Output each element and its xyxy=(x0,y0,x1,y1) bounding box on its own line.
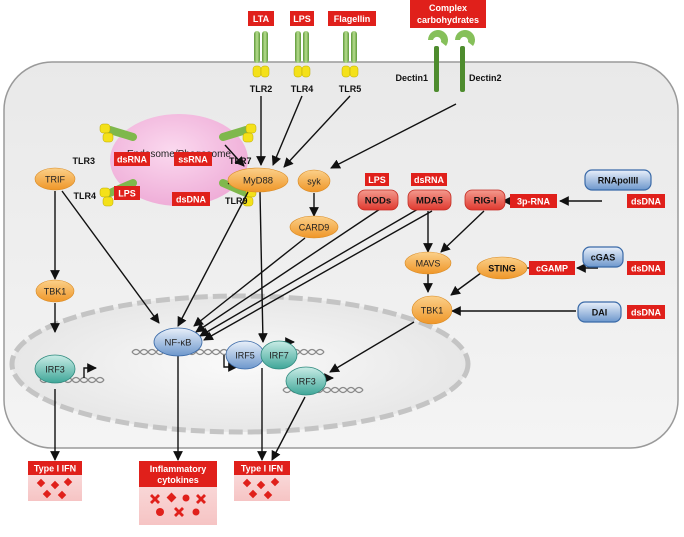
dsrna-endosome-ligand xyxy=(114,152,150,166)
mavs-label: MAVS xyxy=(416,259,441,269)
inflammatory-cytokines-line1: Inflammatory xyxy=(150,464,207,474)
inflammatory-cytokines-line2: cytokines xyxy=(157,475,199,485)
flagellin-label: Flagellin xyxy=(334,14,371,24)
trif-adaptor xyxy=(34,167,76,191)
dectin2-label: Dectin2 xyxy=(469,73,502,83)
transcription-arrow-nfkb xyxy=(223,355,238,372)
mda5-label: MDA5 xyxy=(416,196,444,207)
dsdna-endosome-label: dsDNA xyxy=(176,195,207,205)
lps-cytosolic-ligand xyxy=(365,173,389,186)
3p-rna-ligand xyxy=(510,194,557,208)
irf3-right-label: IRF3 xyxy=(296,377,316,387)
ssrna-endosome-ligand xyxy=(174,152,212,166)
irf3-left-label: IRF3 xyxy=(45,365,65,375)
complex-carbohydrates-line1: Complex xyxy=(429,3,467,13)
dsdna-cgas-ligand xyxy=(627,261,665,275)
trif-label: TRIF xyxy=(45,175,65,185)
nf-kb-factor xyxy=(153,327,203,357)
cgamp-label: cGAMP xyxy=(536,264,568,274)
dsrna-cytosolic-label: dsRNA xyxy=(414,175,445,185)
complex-carbohydrates-line2: carbohydrates xyxy=(417,15,479,25)
3p-rna-label: 3p-RNA xyxy=(517,197,550,207)
lps-endosome-label: LPS xyxy=(118,189,136,199)
ifn-molecules-left-icon xyxy=(36,477,73,500)
cgas-sensor xyxy=(582,246,624,268)
dsdna-rnapol-ligand xyxy=(627,194,665,208)
ifn-molecules-right-icon xyxy=(242,477,280,500)
dsrna-cytosolic-ligand xyxy=(411,173,447,186)
tbk1-left-label: TBK1 xyxy=(44,287,67,297)
dectin1-label: Dectin1 xyxy=(395,73,428,83)
type-i-ifn-right-output: Type I IFN xyxy=(234,461,290,501)
nods-sensor xyxy=(357,189,399,211)
inflammatory-cytokines-output: Inflammatory cytokines xyxy=(139,461,217,525)
nf-kb-label: NF-κB xyxy=(165,338,192,349)
cgamp-ligand xyxy=(529,261,575,275)
card9-label: CARD9 xyxy=(299,223,330,233)
type-i-ifn-right-label: Type I IFN xyxy=(241,464,283,474)
dsrna-endosome-label: dsRNA xyxy=(117,155,148,165)
sting-adaptor xyxy=(476,256,528,280)
cytokine-molecules-icon xyxy=(150,492,206,517)
dsdna-endosome-ligand xyxy=(172,192,210,206)
lps-label: LPS xyxy=(293,14,311,24)
tlr7-endosomal-receptor xyxy=(219,123,257,143)
sting-label: STING xyxy=(488,264,516,274)
syk-adaptor xyxy=(297,169,331,193)
lps-cytosolic-label: LPS xyxy=(368,175,386,185)
tlr3-endosomal-receptor xyxy=(99,123,137,143)
tlr5-receptor xyxy=(341,31,359,78)
lps-ligand xyxy=(290,11,314,26)
dsdna-dai-ligand xyxy=(627,305,665,319)
tlr3-label: TLR3 xyxy=(73,156,96,166)
signaling-arrows xyxy=(50,95,602,461)
irf7-factor xyxy=(260,340,298,370)
rna-pol-iii-sensor xyxy=(584,169,652,191)
tlr9-label: TLR9 xyxy=(225,196,248,206)
dsdna-dai-label: dsDNA xyxy=(631,308,662,318)
syk-label: syk xyxy=(307,177,321,187)
transcription-arrow-left xyxy=(83,363,97,378)
dai-sensor xyxy=(577,301,622,323)
tlr4-endosome-label: TLR4 xyxy=(74,191,97,201)
type-i-ifn-left-label: Type I IFN xyxy=(34,464,76,474)
irf5-label: IRF5 xyxy=(235,351,255,361)
flagellin-ligand xyxy=(328,11,376,26)
dsdna-rnapol-label: dsDNA xyxy=(631,197,662,207)
mavs-adaptor xyxy=(404,251,452,275)
tlr4-receptor xyxy=(293,31,311,78)
irf7-label: IRF7 xyxy=(269,351,289,361)
nods-label: NODs xyxy=(365,196,391,207)
lta-ligand xyxy=(248,11,274,26)
irf3-right-factor xyxy=(285,366,327,396)
tbk1-left-adaptor xyxy=(35,279,75,303)
lta-label: LTA xyxy=(253,14,270,24)
irf3-left-factor xyxy=(34,354,76,384)
rna-pol-iii-label: RNApolIII xyxy=(598,176,639,186)
card9-adaptor xyxy=(289,215,339,239)
dectin1-receptor xyxy=(428,30,448,92)
tlr5-label: TLR5 xyxy=(339,84,362,94)
tbk1-right-adaptor xyxy=(411,295,453,325)
dsdna-cgas-label: dsDNA xyxy=(631,264,662,274)
tbk1-right-label: TBK1 xyxy=(421,306,444,316)
rig-i-sensor xyxy=(464,189,506,211)
ssrna-endosome-label: ssRNA xyxy=(178,155,208,165)
rig-i-label: RIG-I xyxy=(474,196,497,207)
tlr2-receptor xyxy=(252,31,270,78)
cgas-label: cGAS xyxy=(591,253,616,263)
mda5-sensor xyxy=(407,189,452,211)
tlr9-endosomal-receptor xyxy=(219,179,257,207)
tlr2-label: TLR2 xyxy=(250,84,273,94)
type-i-ifn-left-output: Type I IFN xyxy=(28,461,82,501)
dai-label: DAI xyxy=(592,308,608,318)
dectin2-receptor xyxy=(455,29,475,92)
myd88-label: MyD88 xyxy=(243,176,273,187)
tlr4-label: TLR4 xyxy=(291,84,314,94)
lps-endosome-ligand xyxy=(114,186,140,200)
complex-carbohydrates-ligand xyxy=(410,0,486,28)
myd88-adaptor xyxy=(227,167,289,193)
